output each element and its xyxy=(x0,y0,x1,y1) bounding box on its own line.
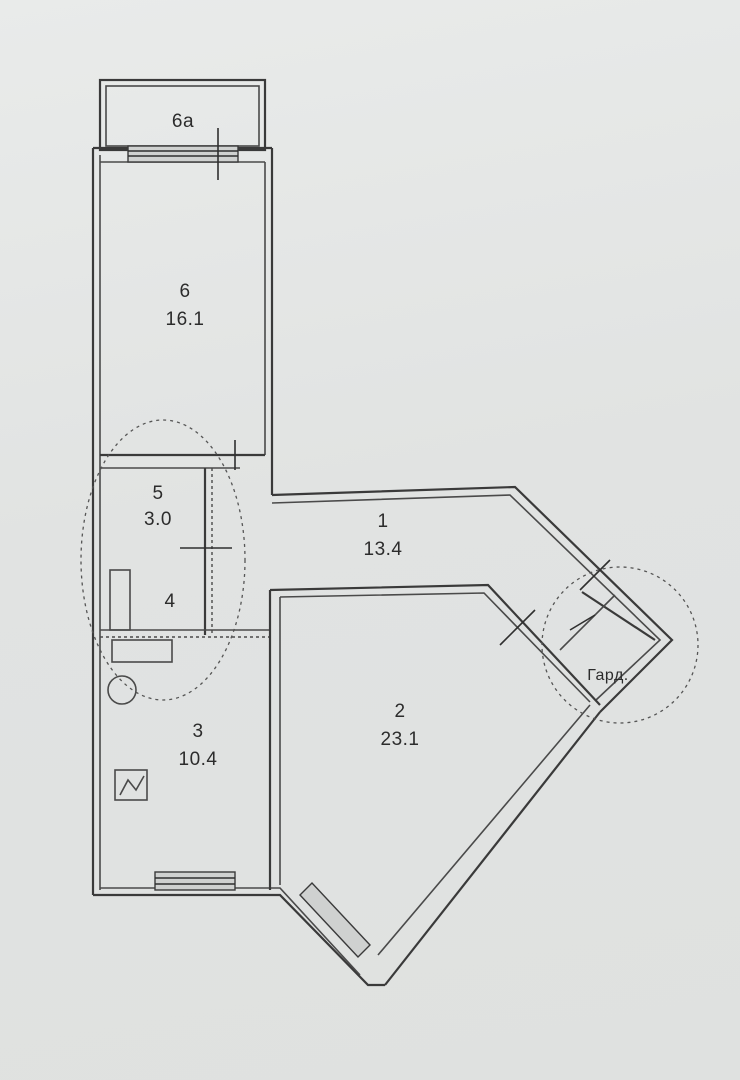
room-1-number: 1 xyxy=(377,511,389,532)
room-2-number: 2 xyxy=(394,701,406,722)
room-2-area: 23.1 xyxy=(380,729,420,750)
room-1-area: 13.4 xyxy=(363,539,403,560)
room-6a-number: 6а xyxy=(171,111,195,132)
windows xyxy=(127,145,371,959)
room-6-area: 16.1 xyxy=(165,309,205,330)
bathtub-icon xyxy=(109,569,131,631)
outer-walls xyxy=(91,146,674,987)
room-gard-label: Гард. xyxy=(587,667,629,684)
room-5-area: 3.0 xyxy=(144,509,172,530)
room-6-number: 6 xyxy=(179,281,191,302)
room-3-area: 10.4 xyxy=(178,749,218,770)
highlight-circles xyxy=(80,419,699,724)
fixtures xyxy=(107,569,173,801)
room-4-number: 4 xyxy=(164,591,176,612)
toilet-icon xyxy=(107,675,137,705)
sink-icon xyxy=(111,639,173,663)
bathroom-highlight xyxy=(80,419,246,701)
door-marks xyxy=(180,128,611,646)
stove-icon xyxy=(114,769,148,801)
wardrobe-highlight xyxy=(541,566,699,724)
room-3-number: 3 xyxy=(192,721,204,742)
room-5-number: 5 xyxy=(152,483,164,504)
